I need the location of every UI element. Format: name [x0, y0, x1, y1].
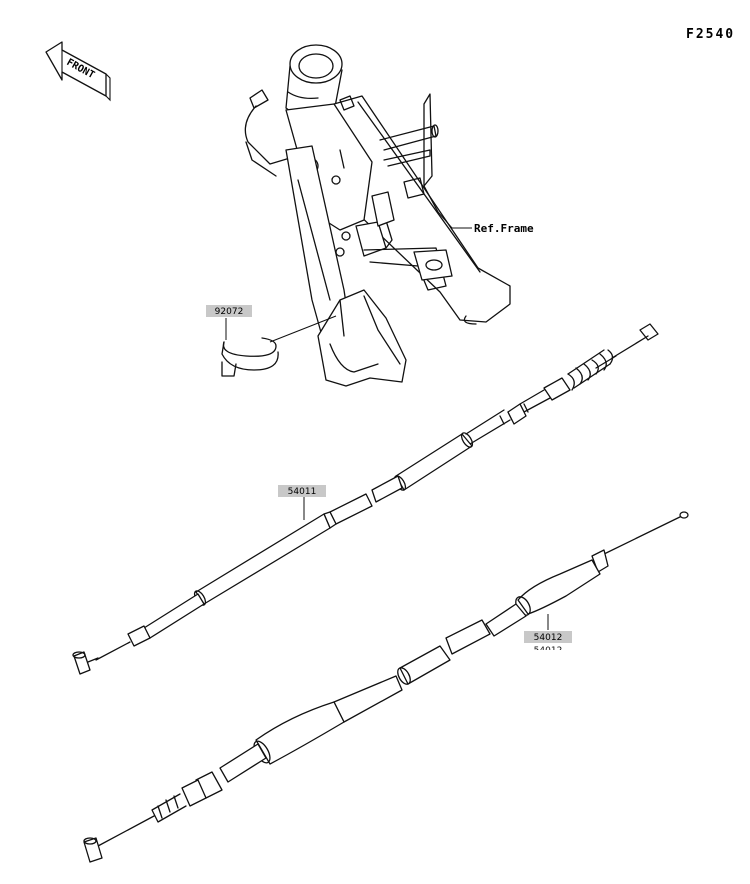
- part-number-92072: 92072: [215, 307, 244, 317]
- front-arrow-icon: FRONT: [45, 41, 111, 102]
- cable-lower-part: [83, 511, 689, 863]
- frame-illustration: [244, 44, 511, 387]
- part-label-54012: 54012 54012: [524, 631, 572, 656]
- cable-upper-part: [72, 323, 659, 675]
- figure-code: F2540: [686, 27, 735, 42]
- ref-frame-label: Ref.Frame: [474, 222, 534, 235]
- part-label-92072: 92072: [206, 305, 252, 317]
- part-number-54012: 54012: [534, 633, 563, 643]
- part-label-54011: 54011: [278, 485, 326, 497]
- part-number-54011: 54011: [288, 487, 317, 497]
- part-number-54012-shadow: 54012: [534, 646, 563, 656]
- clamp-part: [221, 315, 337, 377]
